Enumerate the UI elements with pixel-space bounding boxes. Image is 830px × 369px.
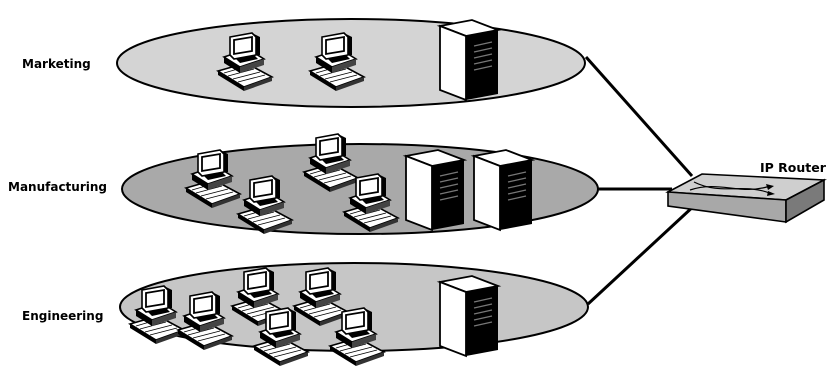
link-marketing-router	[586, 57, 692, 176]
tower-server-icon	[474, 150, 532, 230]
tower-server-icon	[406, 150, 464, 230]
segment-label-manufacturing: Manufacturing	[8, 180, 107, 194]
tower-server-icon	[440, 276, 498, 356]
segment-label-engineering: Engineering	[22, 309, 103, 323]
router-label: IP Router	[760, 160, 827, 175]
segment-label-marketing: Marketing	[22, 57, 91, 71]
tower-server-icon	[440, 20, 498, 100]
router-icon	[668, 174, 824, 222]
link-engineering-router	[588, 204, 696, 304]
